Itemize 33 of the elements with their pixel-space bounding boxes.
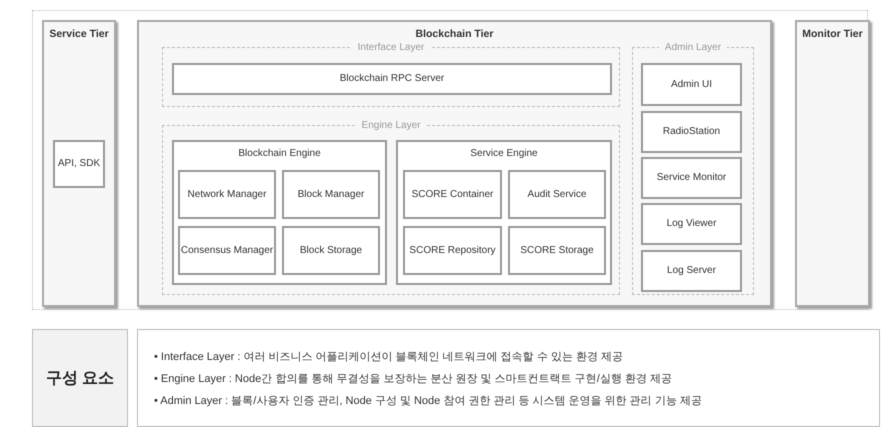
component-box: Log Viewer: [641, 203, 742, 245]
component-box: SCORE Repository: [403, 226, 502, 275]
engine-box: [396, 140, 612, 285]
tier-panel: [42, 20, 116, 307]
tier-heading: Blockchain Tier: [414, 28, 494, 41]
layer-label: Admin Layer: [658, 41, 728, 54]
bullet-text: • Engine Layer : Node간 합의를 통해 무결성을 보장하는 분산 원장 및 스마트컨트랙트 구현/실행 환경 제공: [154, 372, 673, 387]
component-box: Audit Service: [508, 170, 606, 219]
component-box: Block Storage: [282, 226, 380, 275]
component-box: Consensus Manager: [178, 226, 276, 275]
component-box: Log Server: [641, 250, 742, 292]
component-box: SCORE Container: [403, 170, 502, 219]
component-box: API, SDK: [53, 140, 105, 188]
layer-label: Engine Layer: [356, 119, 426, 132]
component-box: RadioStation: [641, 111, 742, 153]
layer-label: Interface Layer: [352, 41, 430, 54]
tier-panel: [795, 20, 870, 307]
component-box: Admin UI: [641, 63, 742, 106]
component-box: Block Manager: [282, 170, 380, 219]
component-box: Network Manager: [178, 170, 276, 219]
bullet-text: • Interface Layer : 여러 비즈니스 어플리케이션이 블록체인 네트워크에 접속할 수 있는 환경 제공: [154, 350, 624, 365]
tier-heading: Service Tier: [48, 28, 110, 41]
bullet-text: • Admin Layer : 블록/사용자 인증 관리, Node 구성 및 Node 참여 권한 관리 등 시스템 운영을 위한 관리 기능 제공: [154, 394, 703, 409]
tier-panel: [137, 20, 772, 307]
engine-box: [172, 140, 387, 285]
component-box: Blockchain RPC Server: [172, 63, 612, 95]
tier-heading: Monitor Tier: [801, 28, 864, 41]
header-cell: 구성 요소: [32, 329, 128, 427]
engine-title: Service Engine: [469, 148, 539, 160]
description-cell: [137, 329, 880, 427]
component-box: Service Monitor: [641, 157, 742, 199]
engine-title: Blockchain Engine: [237, 148, 322, 160]
component-box: SCORE Storage: [508, 226, 606, 275]
